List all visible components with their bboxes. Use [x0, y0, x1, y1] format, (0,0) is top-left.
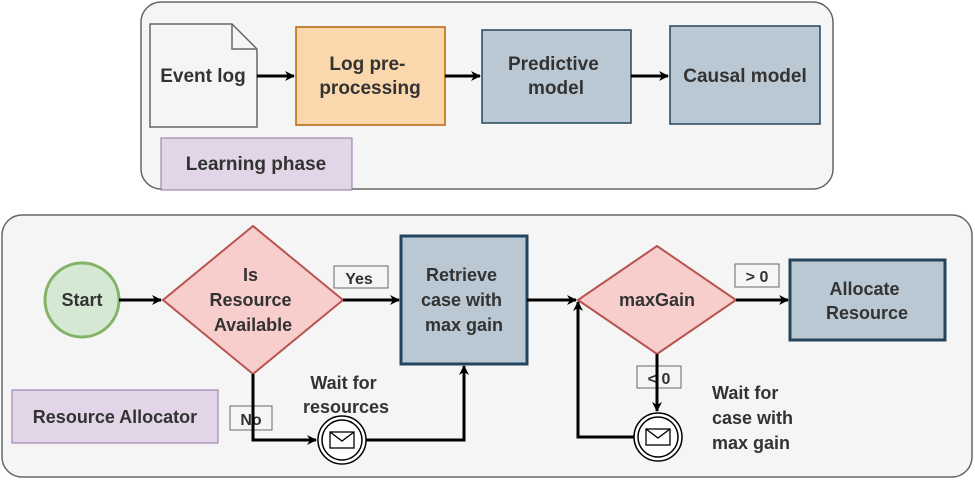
arrow-wait-case-to-maxgain [573, 301, 634, 439]
max-gain-label: maxGain [619, 290, 695, 310]
wait-for-resources-event [317, 415, 367, 465]
svg-text:No: No [240, 412, 262, 429]
gt-zero-edge-label: > 0 [734, 263, 780, 288]
start-event: Start [43, 261, 121, 339]
allocate-resource-label: Allocate Resource [826, 279, 908, 323]
arrow-no-to-wait [251, 374, 317, 445]
predictive-model-label: Predictive model [508, 54, 604, 99]
causal-model-box: Causal model [669, 25, 821, 125]
is-resource-available-label: Is Resource Available [209, 265, 296, 335]
causal-model-label: Causal model [683, 66, 807, 87]
learning-phase-tag: Learning phase [160, 137, 353, 191]
svg-text:Yes: Yes [345, 271, 373, 288]
log-preprocessing-box: Log pre- processing [295, 26, 446, 126]
retrieve-case-box: Retrieve case with max gain [399, 234, 529, 366]
resource-allocator-label: Resource Allocator [33, 407, 197, 427]
start-label: Start [61, 290, 102, 310]
envelope-icon [329, 431, 355, 449]
event-log-label: Event log [160, 66, 246, 87]
wait-for-resources-label: Wait for resources [303, 373, 389, 417]
learning-phase-label: Learning phase [186, 154, 326, 175]
envelope-icon [645, 428, 671, 446]
predictive-model-box: Predictive model [481, 29, 632, 124]
max-gain-decision: maxGain [576, 244, 738, 356]
lt-zero-edge-label: < 0 [636, 365, 682, 389]
allocate-resource-box: Allocate Resource [788, 258, 947, 342]
svg-text:< 0: < 0 [648, 371, 671, 388]
log-preprocessing-label: Log pre- processing [319, 54, 420, 99]
wait-for-case-event [633, 412, 683, 462]
retrieve-case-label: Retrieve case with max gain [421, 265, 507, 335]
resource-allocator-tag: Resource Allocator [11, 389, 219, 444]
wait-for-case-label: Wait for case with max gain [712, 383, 798, 453]
svg-text:> 0: > 0 [746, 269, 769, 286]
yes-edge-label: Yes [333, 265, 389, 289]
no-edge-label: No [229, 405, 273, 431]
event-log-document: Event log [149, 23, 258, 128]
arrow-wait-to-retrieve [366, 365, 469, 442]
